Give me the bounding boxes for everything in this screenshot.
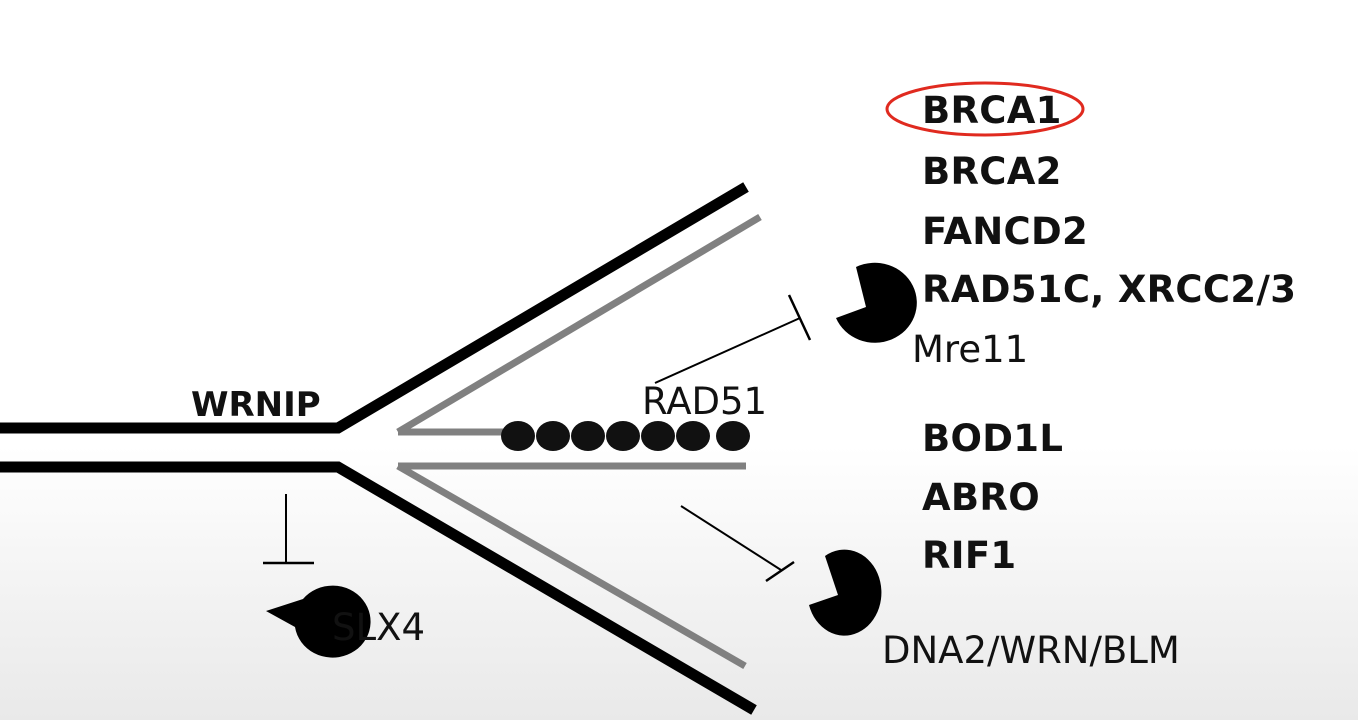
inhibition-arrow-slx4 [263,494,314,565]
inhibition-arrows [263,294,812,583]
rad51-bead [676,421,710,451]
nucleases [266,262,917,658]
rad51-bead [571,421,605,451]
rad51-bead [716,421,750,451]
nascent-strands [396,213,762,670]
parental-strands [0,182,757,715]
pacman-icon-dna2 [809,549,882,636]
rad51-bead [641,421,675,451]
nascent-strand-top [396,213,762,436]
protein-brca1: BRCA1 [922,89,1062,132]
protein-abro: ABRO [922,476,1040,519]
dna2-wrn-blm-label: DNA2/WRN/BLM [882,629,1180,672]
rad51-bead [501,421,535,451]
inhibition-arrow-dna2 [680,505,795,583]
wrnip-label: WRNIP [191,385,321,425]
slx4-label: SLX4 [332,606,425,649]
pacman-icon-mre11 [836,262,917,343]
rad51-bead [606,421,640,451]
protein-brca2: BRCA2 [922,150,1062,193]
rad51-filament [501,421,750,451]
inhibition-arrow-mre11 [654,294,812,384]
protein-rad51c-xrcc2-3: RAD51C, XRCC2/3 [922,268,1297,311]
pacman-icon-slx4 [266,585,371,658]
brca1-highlight-ring [885,81,1085,137]
rad51-bead [536,421,570,451]
parental-strand-top [0,182,749,434]
protein-bod1l: BOD1L [922,417,1064,460]
mre11-label: Mre11 [912,328,1029,371]
nascent-strand-bottom [396,462,747,670]
protein-rif1: RIF1 [922,534,1017,577]
rad51-label: RAD51 [642,380,768,423]
parental-strand-bottom [0,461,757,715]
protein-fancd2: FANCD2 [922,210,1089,253]
